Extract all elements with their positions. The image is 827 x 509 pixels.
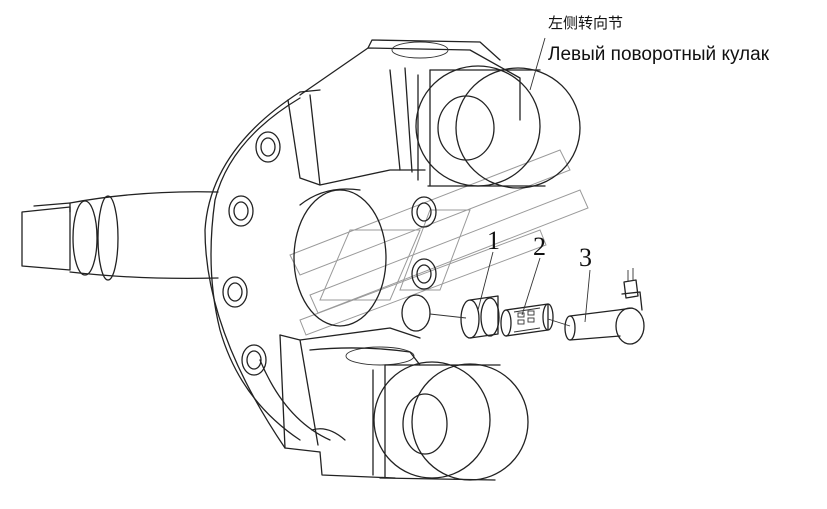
grease-fitting-part-3 xyxy=(564,268,645,345)
part-title-chinese: 左侧转向节 xyxy=(548,14,624,32)
callout-number-2: 2 xyxy=(533,232,546,261)
bushing-part-1 xyxy=(460,295,500,339)
part-title-russian: Левый поворотный кулак xyxy=(548,44,770,65)
lower-knuckle-arm xyxy=(279,327,529,481)
watermark-logo xyxy=(289,149,589,336)
spindle-shaft xyxy=(21,191,219,281)
leader-lines xyxy=(429,37,591,327)
upper-knuckle-arm xyxy=(287,39,581,189)
callout-number-3: 3 xyxy=(579,243,592,272)
knuckle-flange xyxy=(204,89,437,453)
needle-bearing-part-2 xyxy=(500,303,554,337)
callout-number-1: 1 xyxy=(487,226,500,255)
